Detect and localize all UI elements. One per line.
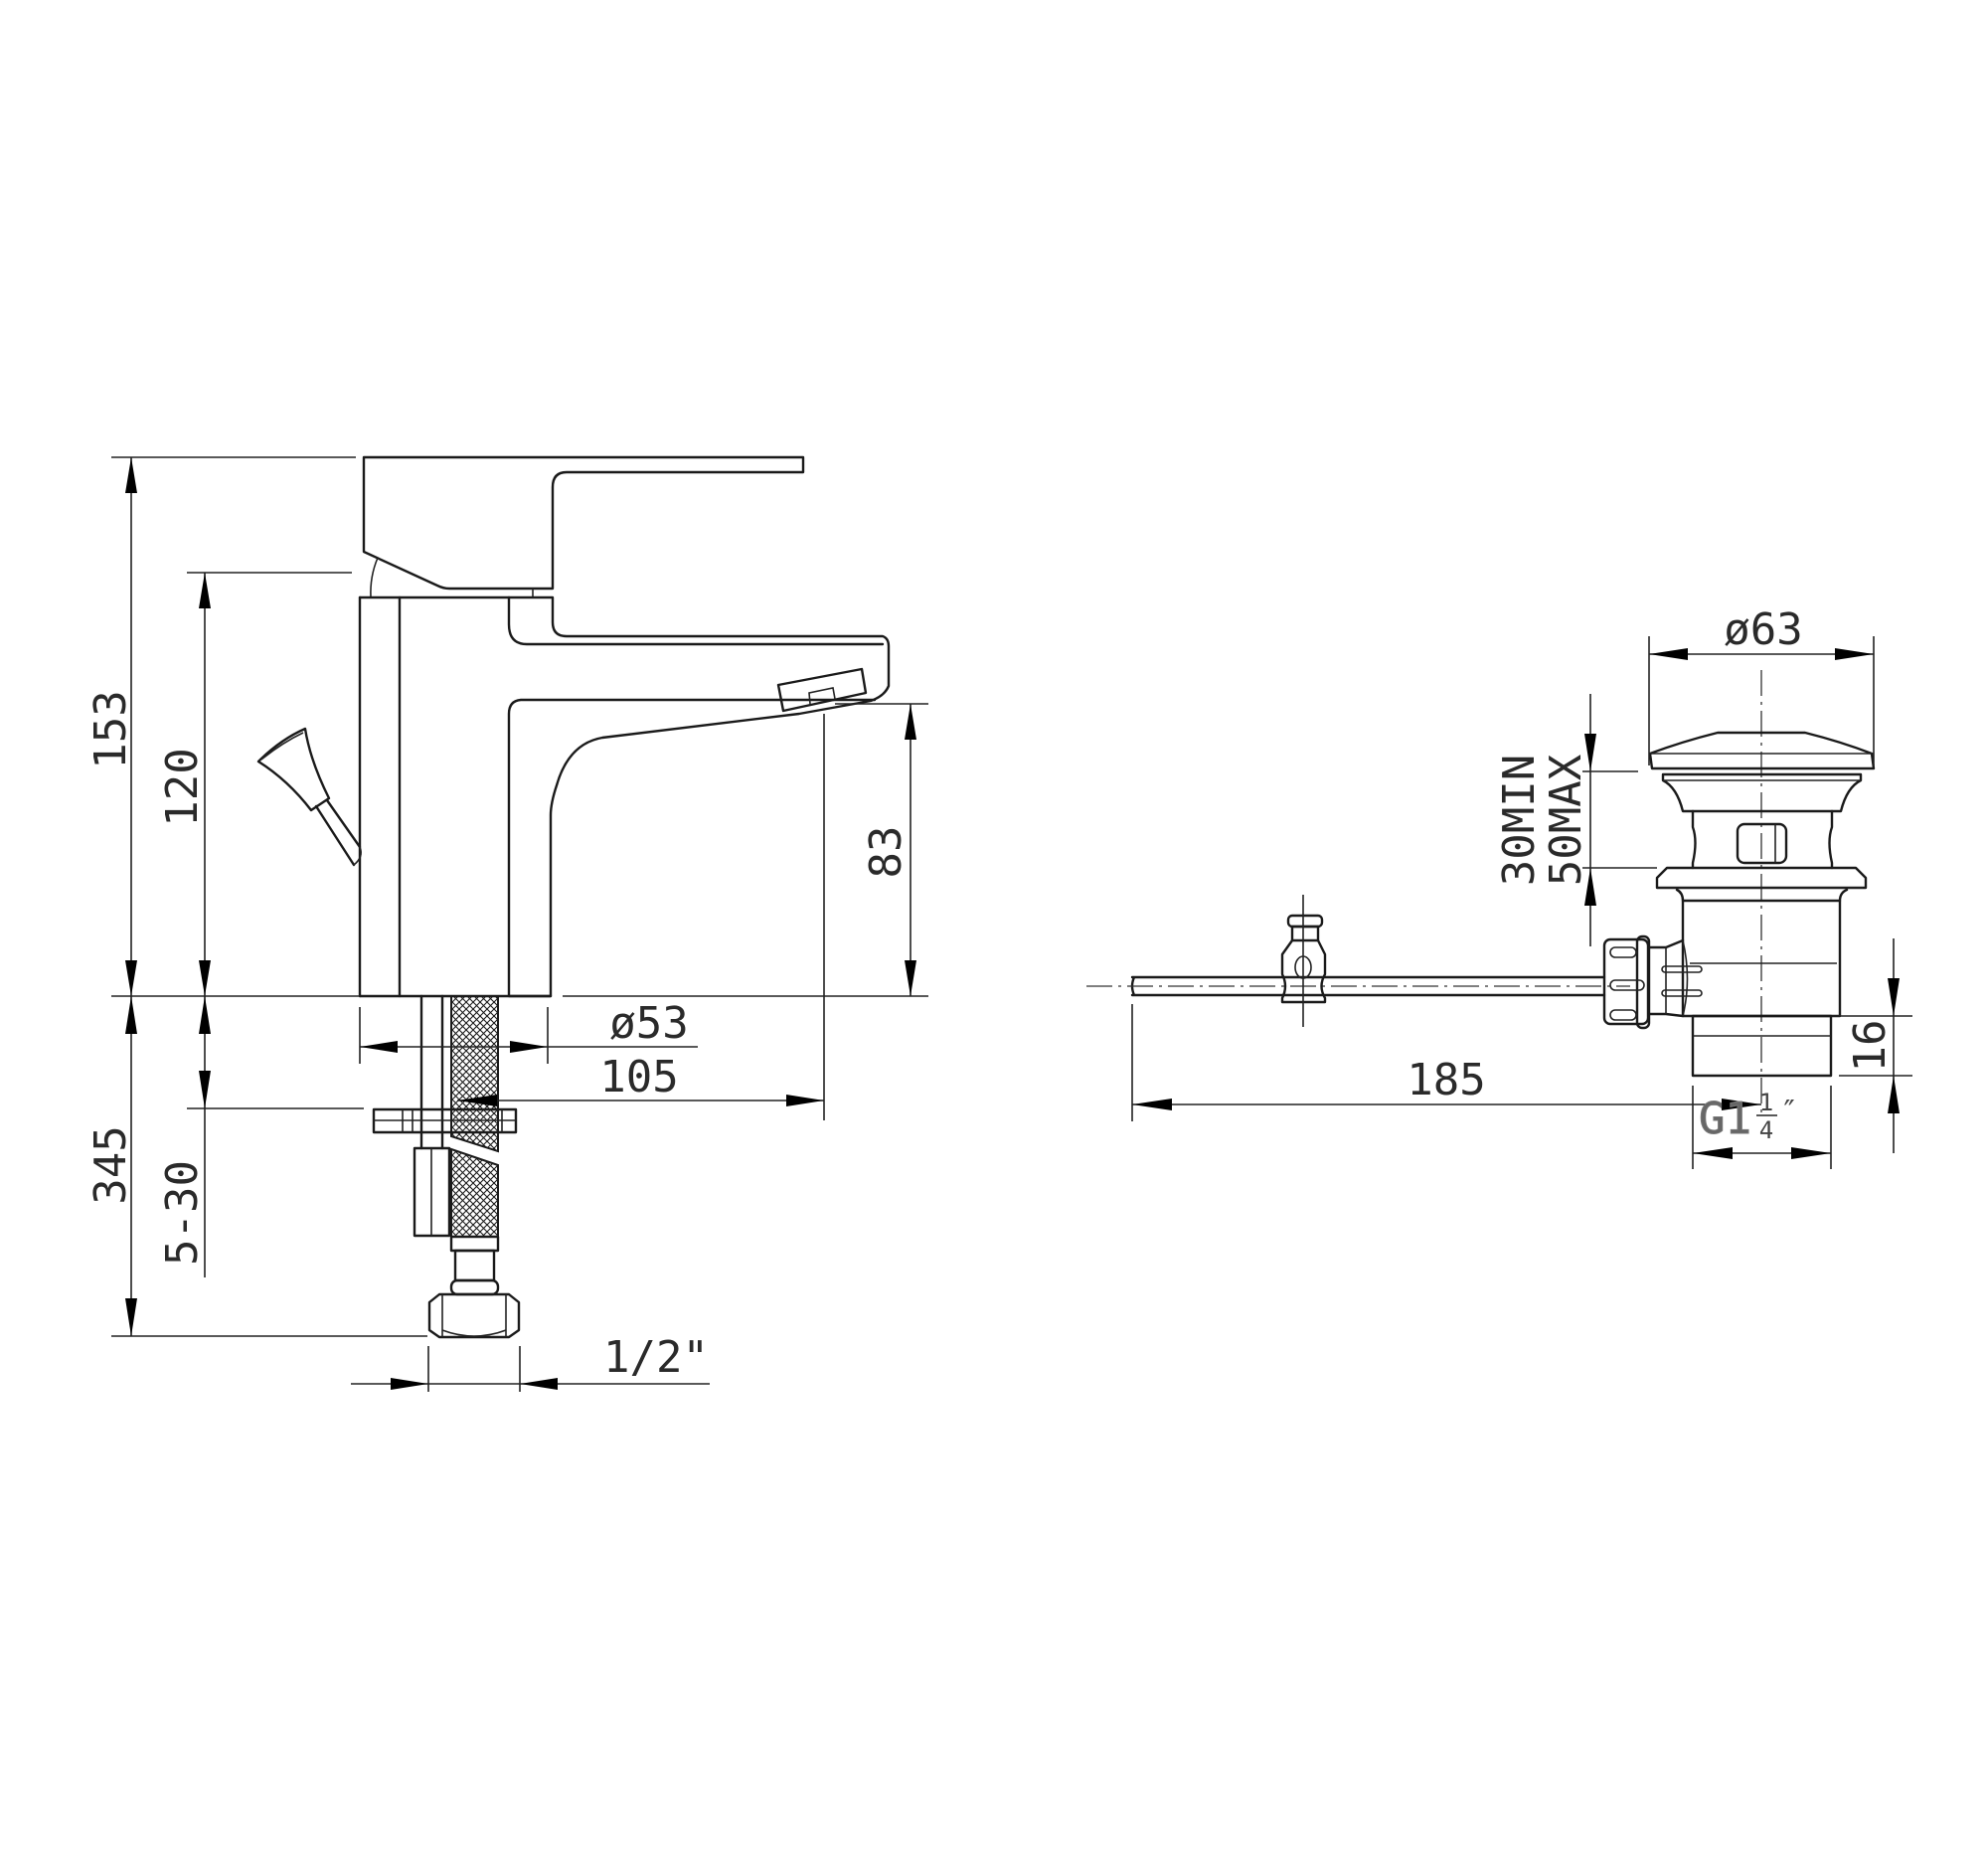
dim-label-120: 120 [157,748,208,826]
dim-label-105: 105 [599,1052,678,1102]
spout-top-edge [507,595,885,646]
faucet-handle [362,455,805,591]
drain-cap [1648,731,1876,770]
dim-label-185: 185 [1407,1055,1485,1105]
dimension-345: 345 [85,996,427,1337]
dim-label-g1: G1 [1699,1094,1751,1144]
rod-clamp [1280,895,1327,1027]
drain-collar [1661,772,1863,813]
drain-flange [1655,866,1868,890]
aerator-notch [808,687,836,705]
dimension-185: 185 [1131,1004,1761,1121]
dim-label-63: ø63 [1724,604,1802,655]
dim-label-345: 345 [85,1125,136,1204]
dim-label-fraction-den: 4 [1759,1116,1773,1144]
popup-rod [1086,975,1630,997]
dimension-thread-g1-quarter: G1 1 4 ″ [1692,1086,1832,1169]
dim-label-fraction-num: 1 [1759,1089,1773,1116]
dimension-30-50: 30MIN 50MAX [1494,694,1657,946]
dimension-5-30: 5-30 [157,996,364,1277]
dimension-83: 83 [823,703,928,1120]
drain-view: ø63 30MIN 50MAX 185 16 [1086,604,1912,1169]
aerator [776,667,868,713]
faucet-view: 153 120 83 ø53 [85,455,928,1392]
handle-hinge-arc [370,557,379,598]
dimension-diameter-53: ø53 [359,998,698,1064]
drain-tail [1691,1014,1833,1078]
braided-hose-lower [450,1147,499,1238]
mounting-washer [372,1107,518,1134]
dim-label-half-inch: 1/2" [603,1332,709,1383]
popup-knob [256,727,362,867]
dimension-16: 16 [1839,938,1912,1153]
drain-neck [1691,809,1834,870]
dim-label-16: 16 [1845,1020,1896,1073]
rod-nut [413,1146,451,1238]
dimension-105: 105 [457,1052,824,1106]
dim-label-5-30: 5-30 [157,1160,208,1266]
dimension-diameter-63: ø63 [1648,604,1875,765]
dimension-half-inch: 1/2" [351,1332,710,1392]
dim-label-30min: 30MIN [1494,755,1545,886]
dim-label-inch-mark: ″ [1780,1095,1798,1129]
drain-window [1736,822,1788,865]
drain-side-nut [1602,934,1703,1030]
dim-label-153: 153 [85,690,136,768]
dim-label-50max: 50MAX [1541,754,1591,886]
faucet-body [358,595,891,998]
hose-connector [427,1235,521,1339]
dimension-120: 120 [157,572,352,996]
dim-label-53: ø53 [609,998,688,1049]
dimension-153: 153 [85,456,356,996]
braided-hose-upper [450,995,499,1153]
dim-label-83: 83 [861,826,911,879]
